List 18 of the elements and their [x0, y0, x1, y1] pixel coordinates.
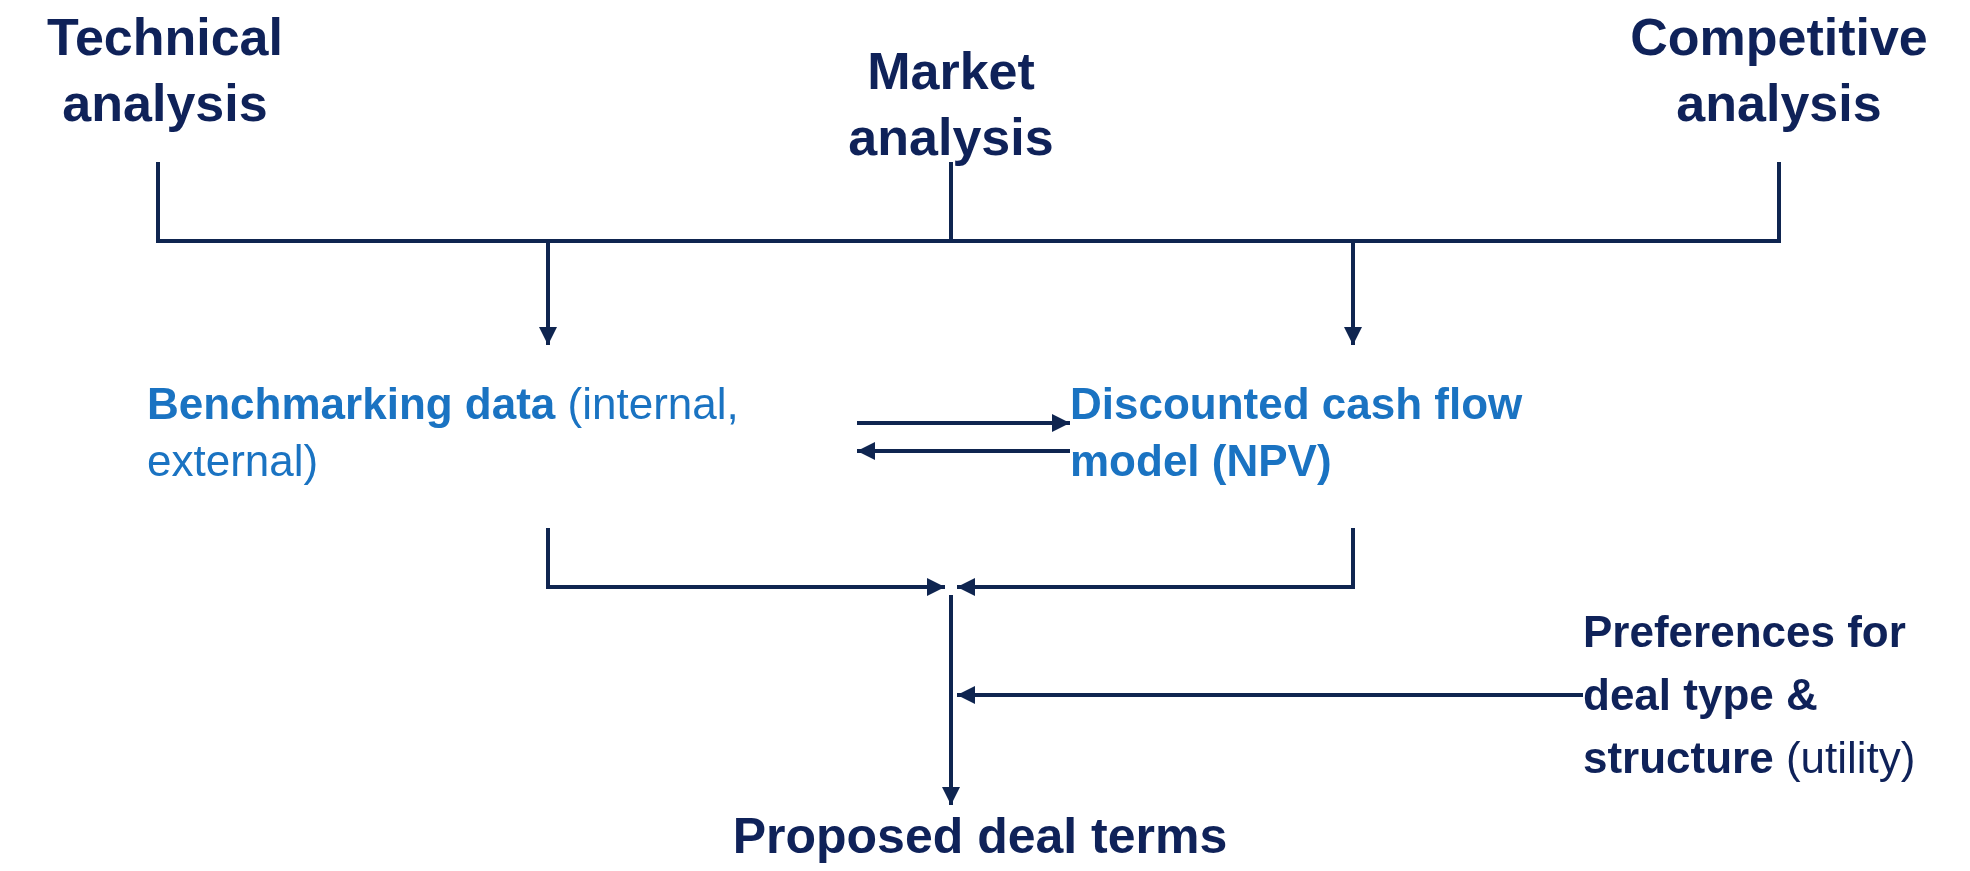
connector-line — [156, 162, 160, 241]
arrow — [539, 241, 557, 345]
arrow — [957, 686, 1583, 704]
node-label: Benchmarking data (internal, external) — [147, 345, 857, 528]
connector-line — [156, 239, 1781, 243]
arrow — [857, 442, 1070, 460]
node-label: Proposed deal terms — [690, 805, 1270, 867]
node-label: Discounted cash flow model (NPV) — [1070, 345, 1530, 528]
node-label: Technical analysis — [10, 4, 320, 162]
node-label: Preferences for deal type & structure (utility) — [1583, 600, 1923, 855]
arrow — [857, 414, 1070, 432]
arrow — [1344, 241, 1362, 345]
node-label: Competitive analysis — [1593, 4, 1965, 162]
arrow — [546, 528, 945, 596]
arrow — [942, 595, 960, 805]
connector-line — [949, 162, 953, 241]
connector-line — [1777, 162, 1781, 241]
arrow — [957, 528, 1355, 596]
